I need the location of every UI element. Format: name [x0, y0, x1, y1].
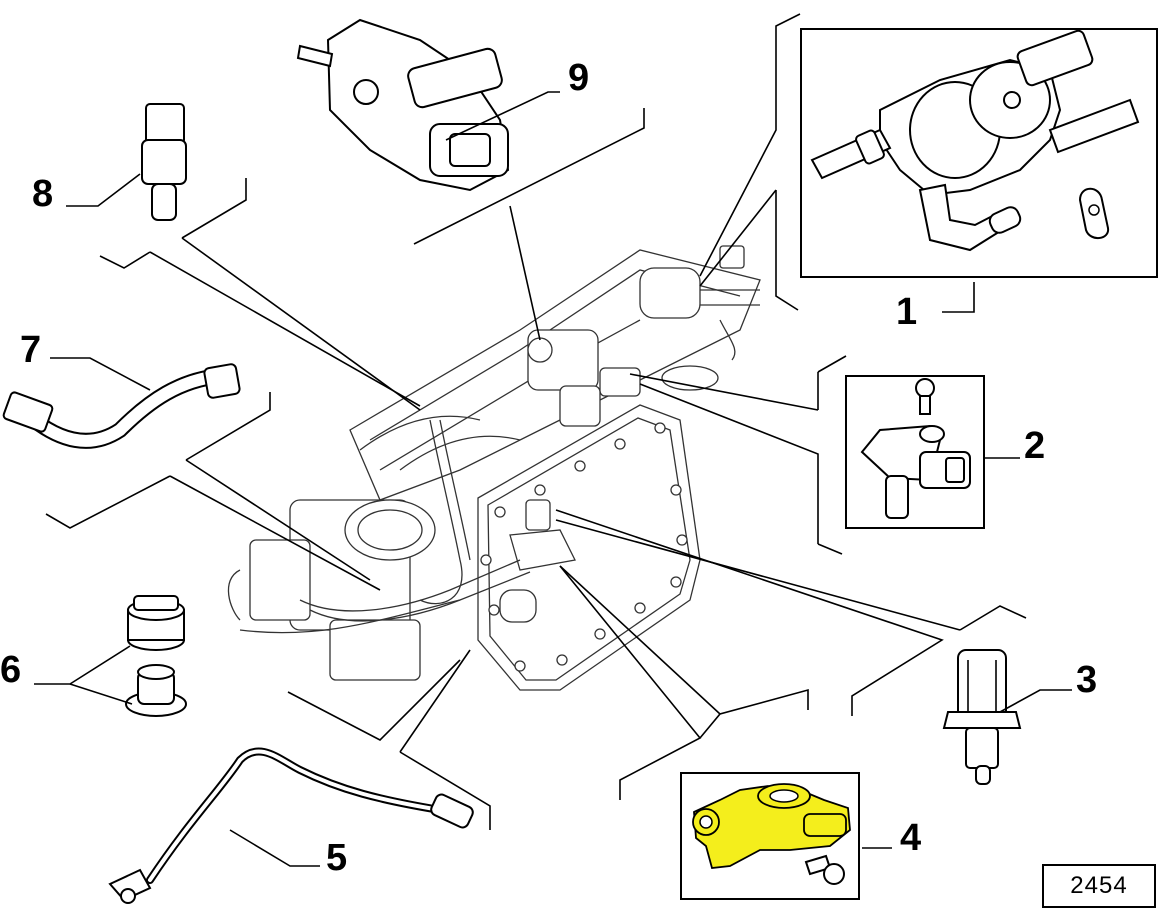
leader-lines — [34, 13, 1072, 867]
callout-9: 9 — [568, 57, 589, 99]
throttle-body — [227, 499, 436, 681]
callout-1: 1 — [896, 291, 917, 333]
part-4-highlighted-housing — [680, 772, 860, 900]
callout-2: 2 — [1024, 425, 1045, 467]
callout-numbers: 1 2 3 4 5 6 7 8 9 — [0, 57, 1097, 879]
mounted-solenoid — [527, 329, 601, 427]
part-5-hose — [108, 747, 474, 904]
part-8-bolt — [141, 103, 187, 221]
callout-4: 4 — [900, 817, 921, 859]
part-1-purge-valve — [800, 28, 1158, 278]
gasket-bolts — [480, 422, 688, 672]
diagram-reference-number: 2454 — [1042, 864, 1156, 908]
part-6-grommets — [125, 595, 187, 717]
highlighted-component — [693, 785, 851, 869]
callout-3: 3 — [1076, 659, 1097, 701]
part-2-pressure-sensor — [845, 375, 985, 529]
callout-7: 7 — [20, 329, 41, 371]
mounted-purge-valve — [639, 245, 760, 361]
part-3-temperature-sensor — [942, 649, 1022, 785]
part-9-solenoid-valve — [296, 18, 510, 192]
engine-assembly — [227, 245, 761, 691]
part-7-hose — [2, 363, 241, 449]
mounted-temp-sensor — [499, 499, 576, 623]
mounted-pressure-sensor — [599, 365, 719, 397]
callout-6: 6 — [0, 649, 21, 691]
callout-8: 8 — [32, 173, 53, 215]
callout-5: 5 — [326, 837, 347, 879]
